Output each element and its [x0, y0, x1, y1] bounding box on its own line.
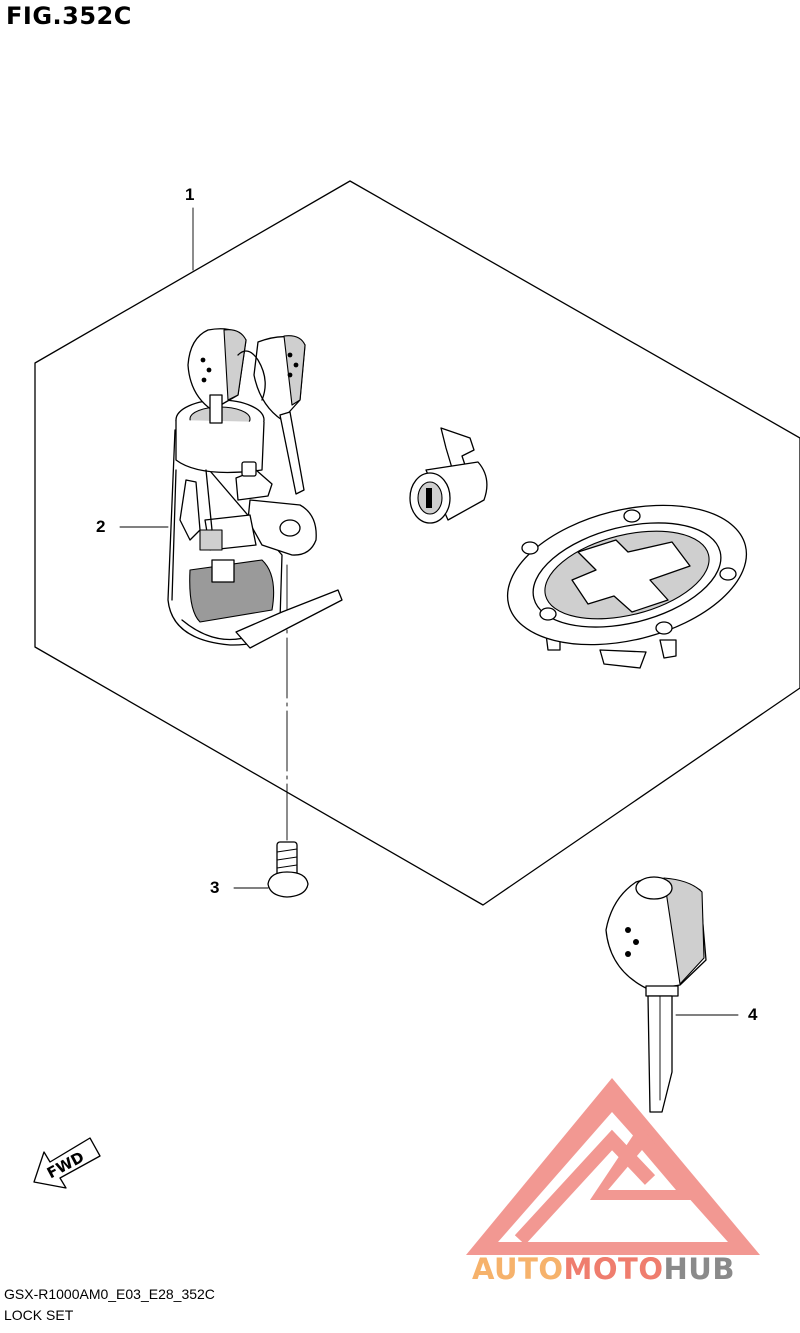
bolt-drawing: [267, 841, 309, 898]
watermark-auto: AUTO: [472, 1252, 564, 1286]
ignition-key-left-drawing: [187, 328, 247, 424]
callout-1: 1: [185, 185, 195, 204]
ignition-key-right-drawing: [237, 335, 306, 495]
watermark-hub: HUB: [663, 1252, 735, 1286]
fuel-cap-drawing: [506, 504, 748, 669]
fwd-arrow-icon: FWD: [33, 1137, 101, 1189]
seat-lock-drawing: [409, 427, 488, 524]
figure-name: LOCK SET: [4, 1307, 74, 1323]
callout-3: 3: [210, 878, 220, 897]
ignition-switch-drawing: [167, 399, 343, 649]
figure-code: GSX-R1000AM0_E03_E28_352C: [4, 1286, 215, 1302]
figure-title: FIG.352C: [6, 2, 132, 30]
watermark-text: AUTOMOTOHUB: [472, 1252, 735, 1286]
watermark-logo-icon: [466, 1078, 760, 1255]
lock-set-outline: [34, 180, 800, 906]
callout-2: 2: [96, 517, 106, 536]
callout-4: 4: [748, 1005, 758, 1024]
watermark-moto: MOTO: [563, 1252, 664, 1286]
key-blank-drawing: [605, 876, 707, 1113]
